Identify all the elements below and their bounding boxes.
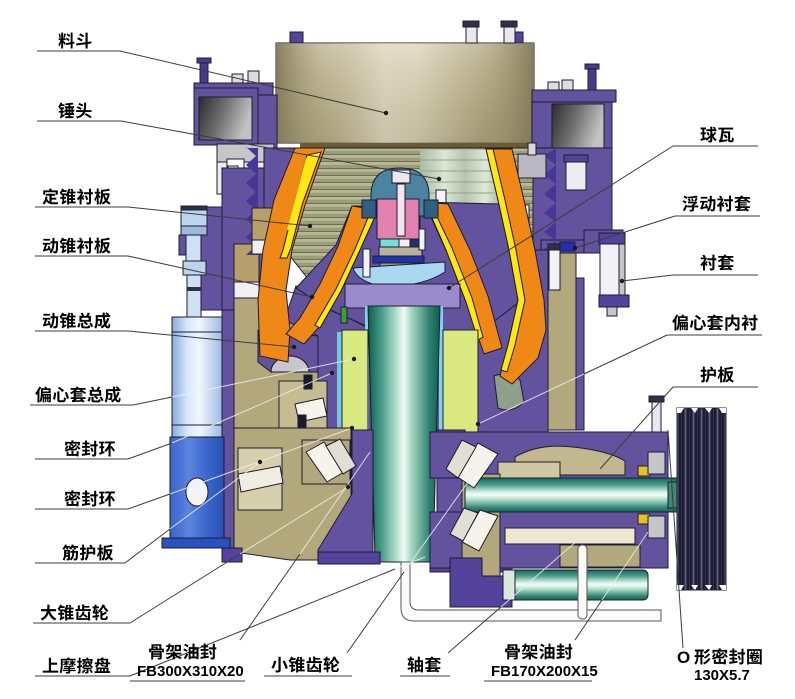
svg-text:FB300X310X20: FB300X310X20 [137, 663, 244, 680]
svg-text:FB170X200X15: FB170X200X15 [491, 663, 598, 680]
svg-text:130X5.7: 130X5.7 [694, 667, 750, 684]
svg-text:O: O [677, 648, 690, 667]
